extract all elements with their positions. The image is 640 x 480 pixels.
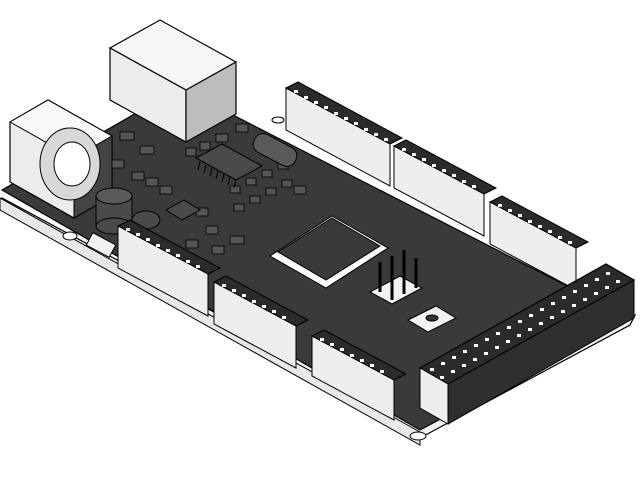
mounting-hole xyxy=(271,116,285,124)
electrolytic-capacitor xyxy=(95,187,133,235)
usb-interface-chip xyxy=(194,143,264,189)
regulator-chip xyxy=(165,199,201,221)
dc-power-jack xyxy=(8,99,114,219)
crystal-oscillator xyxy=(252,133,298,167)
side-double-header xyxy=(418,263,636,425)
icsp-pin-header xyxy=(368,250,424,305)
smd-components xyxy=(111,123,307,255)
usb-b-connector xyxy=(108,19,238,144)
main-microcontroller-chip xyxy=(269,215,389,289)
reset-button xyxy=(406,305,458,333)
front-header-row xyxy=(116,219,408,421)
mounting-hole xyxy=(409,431,427,441)
mounting-hole xyxy=(62,231,78,241)
small-white-part xyxy=(85,232,117,258)
